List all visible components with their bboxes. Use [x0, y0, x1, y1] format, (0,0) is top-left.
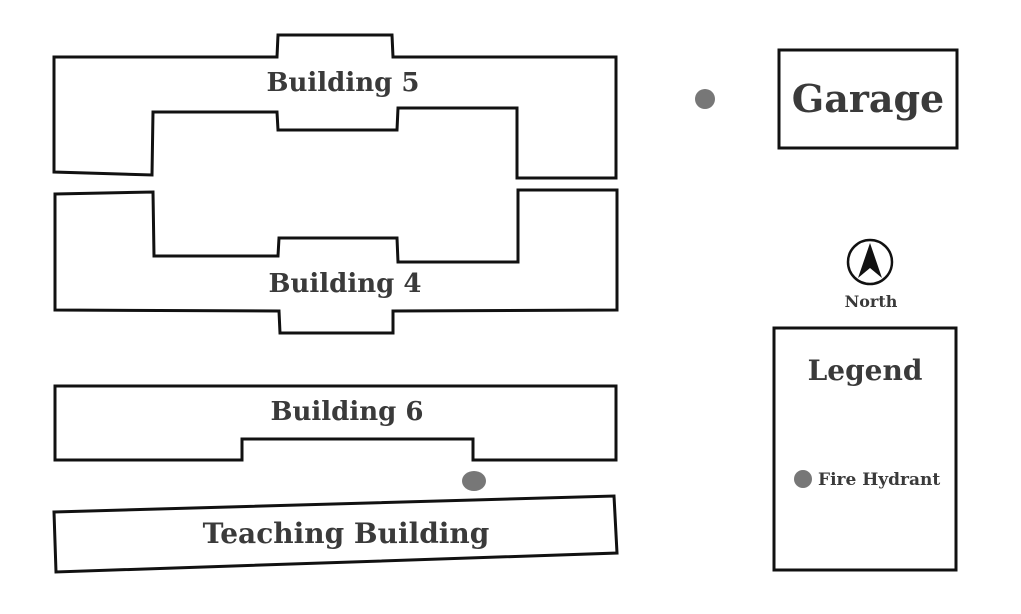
building-4: Building 4 [53, 188, 619, 335]
north-compass: North [845, 238, 898, 311]
building-6-outline [53, 384, 618, 462]
garage-outline [777, 48, 959, 150]
building-5-outline [52, 33, 618, 180]
building-4-outline [53, 188, 619, 335]
legend-box [772, 326, 958, 572]
building-5-label: Building 5 [267, 68, 420, 98]
building-6-label: Building 6 [271, 397, 424, 427]
legend-title: Legend [808, 354, 923, 387]
garage-label: Garage [792, 76, 944, 121]
building-5: Building 5 [52, 33, 618, 180]
legend: Legend Fire Hydrant [772, 326, 958, 572]
north-arrow-icon [858, 243, 882, 278]
teaching-building: Teaching Building [52, 494, 619, 574]
garage: Garage [777, 48, 959, 150]
fire-hydrant-legend-icon [794, 470, 812, 488]
fire-hydrant-marker [462, 471, 486, 491]
teaching-building-label: Teaching Building [203, 517, 490, 550]
legend-item-fire-hydrant: Fire Hydrant [818, 470, 940, 490]
north-label: North [845, 292, 898, 311]
fire-hydrant-marker [695, 89, 715, 109]
building-6: Building 6 [53, 384, 618, 462]
building-4-label: Building 4 [269, 269, 422, 299]
teaching-building-outline [52, 494, 619, 574]
